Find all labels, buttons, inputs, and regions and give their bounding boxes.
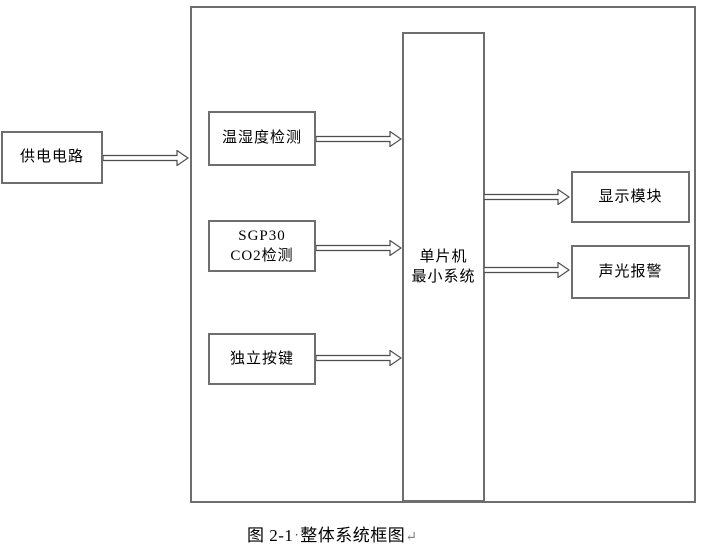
node-temp-humidity-sensor: 温湿度检测 — [208, 111, 316, 166]
node-co2-sensor: SGP30 CO2检测 — [208, 220, 316, 272]
node-power-supply-label: 供电电路 — [19, 149, 84, 166]
figure-caption-number: 图 2-1 — [247, 526, 294, 545]
node-temp-humidity-label: 温湿度检测 — [221, 130, 302, 147]
arrow-mcu-to-display-icon — [484, 189, 570, 205]
node-mcu-label-line2: 最小系统 — [411, 269, 476, 285]
figure-caption-separator: · — [294, 527, 300, 542]
paragraph-mark-icon: ↵ — [405, 530, 418, 545]
node-mcu-minimal-system: 单片机 最小系统 — [402, 32, 485, 502]
node-co2-label-line2: CO2检测 — [230, 248, 294, 264]
node-mcu-label-line1: 单片机 — [419, 248, 468, 265]
arrow-mcu-to-alarm-icon — [484, 262, 570, 278]
node-co2-label-line1: SGP30 — [238, 227, 286, 244]
node-independent-keys: 独立按键 — [208, 333, 316, 385]
arrow-temp-to-mcu-icon — [316, 131, 402, 147]
figure-caption-title: 整体系统框图 — [300, 526, 406, 545]
node-power-supply: 供电电路 — [1, 131, 103, 184]
node-display-module: 显示模块 — [571, 171, 690, 223]
node-sound-light-alarm-label: 声光报警 — [598, 263, 663, 280]
arrow-keys-to-mcu-icon — [316, 350, 402, 366]
node-sound-light-alarm: 声光报警 — [571, 245, 690, 299]
node-independent-keys-label: 独立按键 — [229, 350, 294, 367]
node-display-module-label: 显示模块 — [598, 188, 663, 205]
figure-caption: 图 2-1·整体系统框图↵ — [247, 521, 418, 546]
arrow-co2-to-mcu-icon — [316, 240, 402, 256]
arrow-power-to-frame-icon — [103, 150, 189, 166]
